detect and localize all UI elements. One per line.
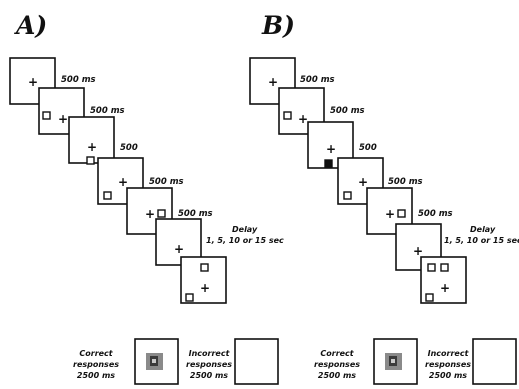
correct-label-a-line3: 2500 ms xyxy=(77,371,115,380)
cue-square xyxy=(397,209,406,218)
reward-image-highlight xyxy=(152,359,156,363)
duration-a1: 500 ms xyxy=(61,75,96,85)
cue-square xyxy=(283,111,292,120)
delay-title-a: Delay xyxy=(232,225,258,234)
incorrect-label-b-line1: Incorrect xyxy=(428,349,470,358)
panel-a: A) + 500 ms + 500 ms + 500 + 500 ms + xyxy=(9,11,284,385)
fixation-cross: + xyxy=(358,175,368,189)
target-square xyxy=(440,263,449,272)
fixation-cross: + xyxy=(413,244,423,258)
duration-b4: 500 ms xyxy=(388,177,423,187)
duration-a5: 500 ms xyxy=(178,209,213,219)
cue-square xyxy=(86,156,95,165)
cue-square xyxy=(343,191,352,200)
duration-a2: 500 ms xyxy=(90,106,125,116)
target-square xyxy=(185,293,194,302)
screen-a2 xyxy=(38,87,85,135)
fixation-cross: + xyxy=(145,207,155,221)
incorrect-label-a-line3: 2500 ms xyxy=(190,371,228,380)
target-square xyxy=(427,263,436,272)
reward-image-highlight xyxy=(391,359,395,363)
fixation-cross: + xyxy=(385,207,395,221)
correct-feedback-screen-a xyxy=(134,338,179,385)
duration-b5: 500 ms xyxy=(418,209,453,219)
delay-values-b: 1, 5, 10 or 15 sec xyxy=(444,236,519,245)
incorrect-feedback-screen-a xyxy=(234,338,279,385)
fixation-cross: + xyxy=(28,75,38,89)
duration-b2: 500 ms xyxy=(330,106,365,116)
fixation-cross: + xyxy=(200,281,210,295)
panel-b: B) + 500 ms + 500 ms + 500 + 500 ms + xyxy=(249,11,519,385)
reward-image xyxy=(385,353,402,370)
incorrect-label-b-line2: responses xyxy=(425,360,471,369)
correct-label-b-line3: 2500 ms xyxy=(318,371,356,380)
delay-title-b: Delay xyxy=(470,225,496,234)
incorrect-label-a-line1: Incorrect xyxy=(189,349,231,358)
incorrect-label-b-line3: 2500 ms xyxy=(429,371,467,380)
fixation-cross: + xyxy=(58,112,68,126)
distractor-square-filled xyxy=(324,159,333,168)
duration-b3: 500 xyxy=(359,143,377,153)
cue-square xyxy=(103,191,112,200)
duration-a4: 500 ms xyxy=(149,177,184,187)
cue-square xyxy=(42,111,51,120)
delay-values-a: 1, 5, 10 or 15 sec xyxy=(206,236,284,245)
target-square xyxy=(200,263,209,272)
correct-label-a-line2: responses xyxy=(73,360,119,369)
reward-image xyxy=(146,353,163,370)
fixation-cross: + xyxy=(298,112,308,126)
duration-a3: 500 xyxy=(120,143,138,153)
correct-label-b-line2: responses xyxy=(314,360,360,369)
correct-label-a-line1: Correct xyxy=(79,349,113,358)
fixation-cross: + xyxy=(87,140,97,154)
duration-b1: 500 ms xyxy=(300,75,335,85)
incorrect-label-a-line2: responses xyxy=(186,360,232,369)
fixation-cross: + xyxy=(268,75,278,89)
target-square xyxy=(425,293,434,302)
fixation-cross: + xyxy=(174,242,184,256)
incorrect-feedback-screen-b xyxy=(472,338,517,385)
panel-b-label: B) xyxy=(261,11,295,40)
fixation-cross: + xyxy=(440,281,450,295)
cue-square xyxy=(157,209,166,218)
panel-a-label: A) xyxy=(14,11,47,40)
fixation-cross: + xyxy=(326,142,336,156)
screen-a1 xyxy=(9,57,56,105)
fixation-cross: + xyxy=(118,175,128,189)
correct-label-b-line1: Correct xyxy=(320,349,354,358)
